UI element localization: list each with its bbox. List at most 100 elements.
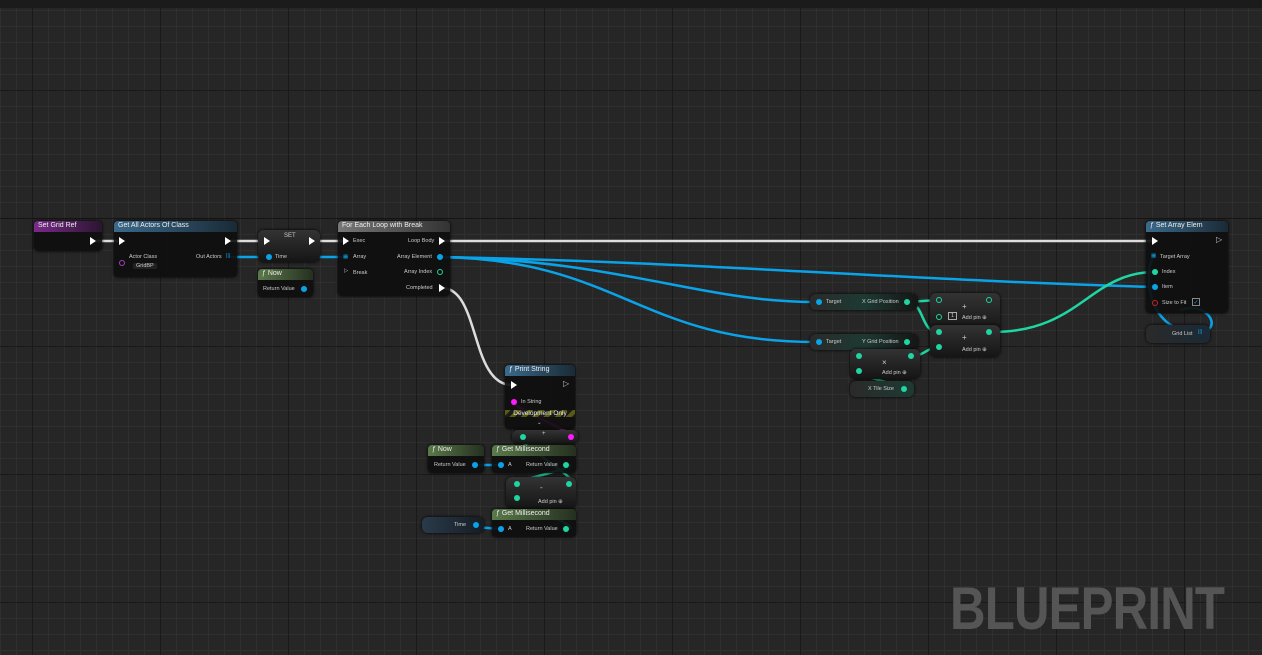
break-pin-icon[interactable]: ▷ — [344, 268, 349, 274]
grid-list-node[interactable]: Grid List ||| — [1146, 325, 1210, 343]
return-value-pin[interactable] — [563, 462, 569, 468]
input-pin[interactable] — [936, 297, 942, 303]
append-node[interactable]: + — [512, 430, 578, 444]
input-pin[interactable] — [856, 353, 862, 359]
exec-out-pin[interactable]: ▷ — [1216, 235, 1223, 244]
now-node[interactable]: ƒ Now Return Value — [428, 445, 484, 473]
size-to-fit-checkbox[interactable]: ✓ — [1192, 298, 1200, 306]
output-pin[interactable] — [904, 299, 910, 305]
add-pin-label: Add pin — [962, 315, 981, 321]
size-to-fit-label: Size to Fit — [1162, 300, 1187, 306]
subtract-node[interactable]: - Add pin ⊕ — [506, 477, 576, 509]
op-label: + — [542, 431, 546, 437]
time-variable-node[interactable]: Time — [422, 517, 484, 533]
object-wire — [439, 255, 1156, 289]
exec-out-pin[interactable]: ▷ — [563, 379, 570, 388]
a-pin[interactable] — [498, 462, 504, 468]
output-pin[interactable] — [908, 353, 914, 359]
array-index-pin[interactable] — [437, 269, 443, 275]
get-millisecond-node[interactable]: ƒ Get Millisecond A Return Value — [492, 445, 576, 473]
exec-in-pin[interactable] — [343, 237, 349, 245]
op-label: + — [962, 333, 967, 342]
input-pin[interactable] — [514, 481, 520, 487]
input-pin[interactable] — [936, 344, 942, 350]
array-pin-icon[interactable]: ||| — [226, 253, 231, 259]
index-pin[interactable] — [1152, 269, 1158, 275]
set-array-elem-node[interactable]: ƒ Set Array Elem ▷ ▦ Target Array Index … — [1146, 221, 1228, 313]
target-label: Target — [826, 299, 842, 305]
output-pin[interactable] — [568, 434, 574, 440]
out-actors-label: Out Actors — [196, 254, 222, 260]
return-value-pin[interactable] — [472, 462, 478, 468]
array-element-pin[interactable] — [437, 254, 443, 260]
break-label: Break — [353, 270, 368, 276]
output-pin[interactable] — [986, 329, 992, 335]
add-pin-button[interactable]: Add pin ⊕ — [882, 370, 907, 376]
add-node[interactable]: + Add pin ⊕ — [930, 325, 1000, 357]
in-string-pin[interactable] — [511, 399, 517, 405]
add-pin-button[interactable]: Add pin ⊕ — [538, 499, 563, 505]
input-pin[interactable] — [856, 368, 862, 374]
exec-label: Exec — [353, 238, 366, 244]
exec-in-pin[interactable] — [1152, 237, 1158, 245]
node-title-text: Now — [267, 270, 282, 277]
item-pin[interactable] — [1152, 284, 1158, 290]
input-pin[interactable] — [514, 495, 520, 501]
output-pin[interactable] — [473, 522, 479, 528]
exec-out-pin[interactable] — [225, 237, 231, 245]
get-millisecond-node[interactable]: ƒ Get Millisecond A Return Value — [492, 509, 576, 537]
exec-out-pin[interactable] — [90, 237, 96, 245]
print-string-node[interactable]: ƒ Print String ▷ In String Development O… — [505, 365, 575, 429]
x-tile-size-node[interactable]: X Tile Size — [850, 381, 914, 397]
exec-in-pin[interactable] — [264, 237, 270, 245]
x-grid-position-label: X Grid Position — [862, 299, 899, 305]
node-title: ƒ Set Array Elem — [1146, 221, 1228, 232]
return-value-pin[interactable] — [563, 526, 569, 532]
return-value-pin[interactable] — [301, 286, 307, 292]
array-in-icon[interactable]: ▦ — [343, 254, 349, 260]
input-pin[interactable] — [936, 329, 942, 335]
exec-out-pin[interactable] — [309, 237, 315, 245]
value-input[interactable]: 1 — [948, 312, 958, 320]
a-pin[interactable] — [498, 526, 504, 532]
time-label: Time — [275, 254, 288, 260]
array-element-label: Array Element — [397, 254, 432, 260]
y-grid-position-node[interactable]: Target Y Grid Position — [810, 334, 918, 350]
in-string-label: In String — [521, 399, 542, 405]
multiply-node[interactable]: × Add pin ⊕ — [850, 349, 920, 379]
target-pin[interactable] — [816, 339, 822, 345]
op-label: - — [540, 483, 543, 492]
node-title: ƒ Get Millisecond — [492, 445, 576, 456]
array-pin-icon[interactable]: ||| — [1198, 329, 1203, 335]
set-node[interactable]: SET Time — [258, 230, 320, 262]
expand-chevron-icon[interactable]: ⌄ — [537, 420, 542, 426]
loop-body-pin[interactable] — [439, 237, 445, 245]
node-title: ƒ Print String — [505, 365, 575, 376]
time-in-pin[interactable] — [266, 254, 272, 260]
output-pin[interactable] — [566, 481, 572, 487]
completed-pin[interactable] — [439, 284, 445, 292]
output-pin[interactable] — [901, 386, 907, 392]
input-pin[interactable] — [520, 434, 526, 440]
add-pin-button[interactable]: Add pin ⊕ — [962, 347, 987, 353]
array-index-label: Array Index — [404, 269, 433, 275]
get-all-actors-node[interactable]: Get All Actors Of Class Actor Class Grid… — [114, 221, 237, 277]
output-pin[interactable] — [986, 297, 992, 303]
now-node[interactable]: ƒ Now Return Value — [258, 269, 313, 297]
actor-class-dropdown[interactable]: GridBP — [133, 263, 157, 269]
for-each-loop-node[interactable]: For Each Loop with Break Exec ▦ Array ▷ … — [338, 221, 450, 296]
target-array-icon[interactable]: ▦ — [1151, 253, 1157, 259]
add-pin-button[interactable]: Add pin ⊕ — [962, 315, 987, 321]
x-grid-position-node[interactable]: Target X Grid Position — [810, 294, 918, 310]
size-to-fit-pin[interactable] — [1152, 300, 1158, 306]
target-pin[interactable] — [816, 299, 822, 305]
node-title: ƒ Now — [258, 269, 313, 280]
exec-in-pin[interactable] — [511, 381, 517, 389]
input-pin[interactable] — [936, 314, 942, 320]
target-label: Target — [826, 339, 842, 345]
exec-in-pin[interactable] — [119, 237, 125, 245]
output-pin[interactable] — [904, 339, 910, 345]
event-node-set-grid-ref[interactable]: Set Grid Ref — [34, 221, 102, 251]
actor-class-pin[interactable] — [119, 260, 125, 266]
